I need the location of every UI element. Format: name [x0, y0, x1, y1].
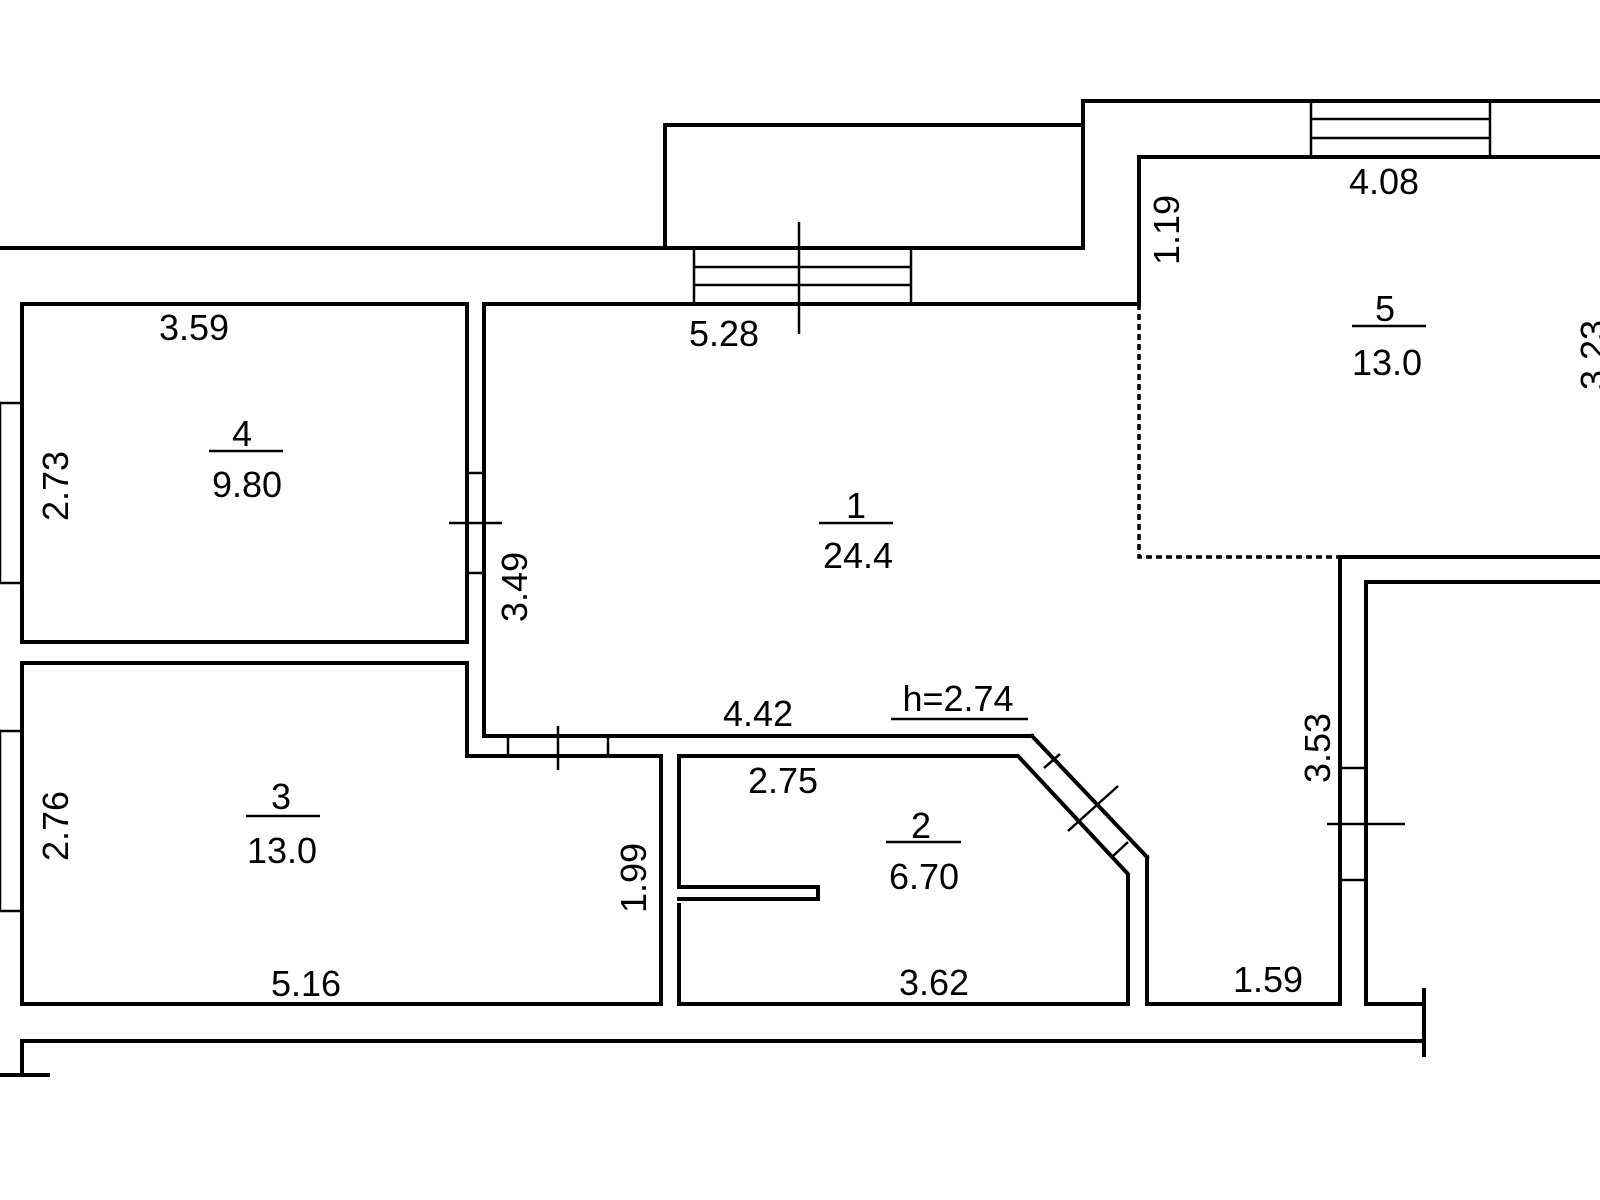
room-3-area: 13.0	[247, 830, 317, 871]
room-label-1: 1 24.4	[819, 485, 893, 576]
window-room-5	[1309, 99, 1492, 159]
dim-room-4-top: 3.59	[159, 307, 229, 348]
room-1-area: 24.4	[823, 535, 893, 576]
dim-room-4-left: 2.73	[35, 451, 76, 521]
door-room-2-marker	[1067, 785, 1119, 832]
room-label-4: 4 9.80	[209, 413, 283, 505]
dim-room-1-left: 3.49	[494, 552, 535, 622]
room-4-area: 9.80	[212, 464, 282, 505]
window-room-3	[0, 729, 24, 913]
dim-room-1-bottom: 4.42	[723, 693, 793, 734]
dim-corridor-right: 3.53	[1297, 713, 1338, 783]
dim-room-5-left: 1.19	[1146, 195, 1187, 265]
room-2-area: 6.70	[889, 856, 959, 897]
room-labels: 1 24.4 2 6.70 3 13.0 4 9.80 5 13.0	[209, 288, 1426, 897]
diagonal-wall-outer	[1029, 733, 1150, 860]
room-2-number: 2	[911, 805, 931, 846]
dim-room-2-bottom: 3.62	[899, 962, 969, 1003]
dim-room-3-bottom: 5.16	[271, 963, 341, 1004]
dim-room-3-left: 2.76	[35, 791, 76, 861]
room-label-3: 3 13.0	[246, 776, 320, 871]
dim-room-1-top: 5.28	[689, 313, 759, 354]
dim-corridor-bottom: 1.59	[1233, 959, 1303, 1000]
room-4-number: 4	[232, 413, 252, 454]
windows	[0, 99, 1492, 913]
dim-room-2-top: 2.75	[748, 760, 818, 801]
room-3-number: 3	[271, 776, 291, 817]
room-label-5: 5 13.0	[1352, 288, 1426, 383]
room-label-2: 2 6.70	[886, 805, 961, 897]
room-5-area: 13.0	[1352, 342, 1422, 383]
dim-room-3-right: 1.99	[613, 843, 654, 913]
dimension-labels: 3.59 2.73 5.28 3.49 4.42 h=2.74 4.08 1.1…	[35, 161, 1600, 1004]
ceiling-height: h=2.74	[902, 678, 1013, 719]
window-room-1	[692, 246, 913, 306]
room-5-opening	[1137, 304, 1340, 559]
door-room-2-jamb-2	[1111, 841, 1129, 858]
window-room-4	[0, 401, 24, 585]
room-3-walls	[20, 661, 663, 1006]
room-5-number: 5	[1375, 288, 1395, 329]
room-2-partition	[677, 754, 820, 901]
room-1-number: 1	[846, 485, 866, 526]
balcony-1-outline	[663, 123, 1085, 250]
stair-wall	[1364, 580, 1600, 1006]
dim-room-5-top: 4.08	[1349, 161, 1419, 202]
doors	[449, 471, 1405, 882]
door-room-2-jamb-1	[1043, 753, 1061, 769]
room-2-walls	[677, 754, 1130, 1006]
dim-room-5-right: 3.23	[1573, 320, 1600, 390]
